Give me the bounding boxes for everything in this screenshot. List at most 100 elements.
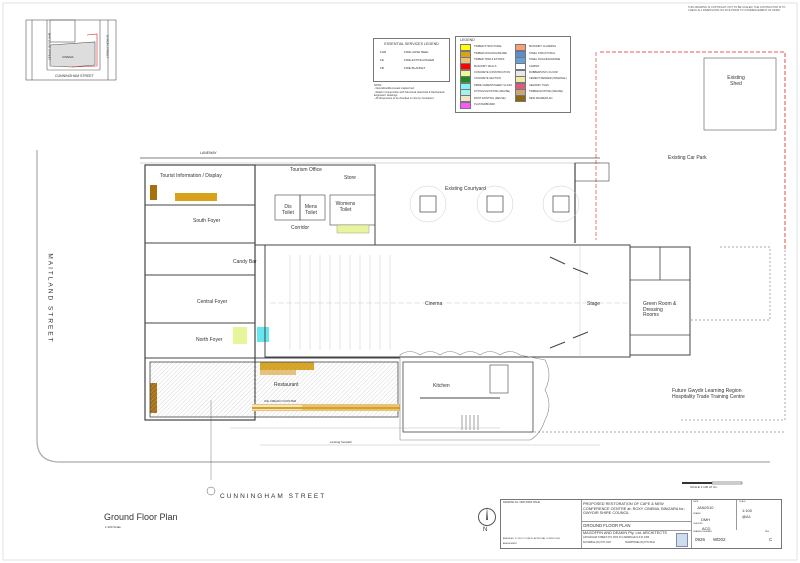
- keyplan-site: CINEMA: [62, 55, 74, 59]
- scale-label: SCALE: [739, 501, 746, 503]
- legend-label: STEEL NOGGING/FRAME: [529, 58, 561, 62]
- room-stage: Stage: [587, 301, 601, 307]
- room-kitchen: Kitchen: [433, 383, 450, 389]
- legend-swatch: [460, 101, 471, 109]
- legend-label: STEEL STRUCTURAL: [529, 51, 556, 55]
- legend-title: LEGEND: [460, 38, 475, 42]
- architect-phone: TELEPHONE (02) 6772 6611: [625, 541, 655, 544]
- scale-bar-label: SCALE 1:100 AT A1: [690, 485, 717, 489]
- fire-blanket-icon: FB: [380, 66, 384, 70]
- legend-label: TIMBER NOGGING/FRAME: [474, 51, 507, 55]
- legend-label: RUBBER/VINYL FLOOR: [529, 71, 558, 75]
- room-tourism-office: Tourism Office: [290, 167, 322, 173]
- existing-courtyard: Existing Courtyard: [445, 186, 486, 192]
- drawing-number-label: DRAWING NUMBER: [693, 531, 712, 533]
- legend-label: CARPET: [529, 64, 540, 68]
- amendment-item: AMENDED TO SUIT COUNCIL APPROVAL CONDITI…: [503, 538, 560, 540]
- legend-label: FIBRE CEMENT/SHEET GLASS: [474, 83, 513, 87]
- north-arrow-icon: [478, 506, 496, 526]
- room-north-foyer: North Foyer: [196, 337, 223, 343]
- note: - Read in Conjunction with Structural, E…: [374, 90, 445, 98]
- cunningham-street-label: CUNNINGHAM STREET: [220, 493, 327, 500]
- legend-label: CONCRETE SECTION: [474, 77, 501, 81]
- notes: NOTE: - Demolition/Removals marked red. …: [374, 84, 449, 101]
- plan-title: Ground Floor Plan: [104, 512, 178, 522]
- room-south-foyer: South Foyer: [193, 218, 221, 224]
- legend-label: TIMBER EXISTING (REUSE): [529, 90, 564, 94]
- revision-value: C: [769, 537, 773, 542]
- key-plan: [25, 19, 117, 81]
- legend-label: PLASTERBOARD: [474, 103, 496, 106]
- materials-legend: LEGEND TIMBER STRUCTURAL TIMBER NOGGING/F…: [455, 36, 571, 113]
- architect-address: 128 DANGAR STREET (P.O. BOX 271) ARMIDAL…: [583, 537, 650, 539]
- legend-swatch: [515, 95, 526, 103]
- essential-services-legend: ESSENTIAL SERVICES LEGEND FHR FIRE HOSE R…: [373, 38, 450, 82]
- legend-label: CERAMIC TILES: [529, 83, 549, 87]
- room-mens-toilet: Mens Toilet: [304, 204, 318, 216]
- maitland-street-label: MAITLAND STREET: [46, 253, 54, 344]
- services-item: FE FIRE EXTINGUISHER: [380, 58, 449, 62]
- note: - All dimensions to be checked on site b…: [374, 97, 435, 101]
- drawing-title: GROUND FLOOR PLAN: [583, 523, 631, 528]
- ice-cream-counter: ICE CREAM COUNTER: [264, 399, 297, 403]
- amendment-item: AMENDMENT: [503, 543, 518, 545]
- scale-value: 1:100 @A1: [742, 508, 753, 519]
- keyplan-street-bottom: CUNNINGHAM STREET: [55, 74, 94, 78]
- room-store: Store: [344, 175, 356, 181]
- laneway-label: LANEWAY: [200, 151, 217, 155]
- job-number: 0926: [695, 537, 706, 542]
- room-green-room: Green Room & Dressing Rooms: [643, 301, 677, 318]
- title-block: DRAWING No. 0926 WD02 ISSUE AMENDED TO S…: [500, 499, 782, 549]
- legend-label: NEW FRAME/PLAN: [529, 96, 553, 100]
- amendments-title: DRAWING No. 0926 WD02 ISSUE: [503, 501, 540, 504]
- plan-scale: 1:100 Scale: [105, 525, 121, 529]
- architect-name: MAGOFFIN AND DEAKIN Pty. Ltd. ARCHITECTS: [583, 531, 667, 535]
- legend-item: PLASTERBOARD: [460, 101, 515, 109]
- checked-value: ACD: [702, 526, 711, 531]
- legend-label: MASONRY CLADDING: [529, 45, 557, 49]
- existing-shed: Existing Shed: [727, 75, 745, 87]
- footpath-label: existing footpath: [330, 440, 352, 444]
- services-item: FHR FIRE HOSE REEL: [380, 50, 449, 54]
- fire-extinguisher-icon: FE: [380, 58, 384, 62]
- copyright-note: THIS DRAWING IS COPYRIGHT. NOT TO BE SCA…: [688, 6, 786, 13]
- room-tourist-information: Tourist Information / Display: [160, 173, 222, 179]
- legend-item: NEW FRAME/PLAN: [515, 95, 570, 103]
- keyplan-street-left: MAITLAND STREET: [47, 32, 52, 61]
- legend-label: TIMBER STRUCTURAL: [474, 45, 502, 49]
- room-restaurant: Restaurant: [274, 382, 299, 388]
- revision-label: REV: [765, 531, 770, 533]
- room-corridor: Corridor: [291, 225, 310, 231]
- project-title: PROPOSED RESTORATION OF CAFE & NEW CONFE…: [583, 502, 685, 516]
- legend-label: PAINT EXISTING (REUSE): [474, 96, 506, 100]
- note: - Demolition/Removals marked red.: [374, 87, 415, 91]
- legend-label: FITTINGS EXISTING (REUSE): [474, 90, 511, 94]
- date-label: DATE: [693, 501, 699, 503]
- date-value: JAN2010: [697, 505, 714, 510]
- keyplan-street-right: BYRON STREET: [105, 34, 110, 59]
- architect-logo-icon: [676, 533, 688, 547]
- amendments-panel: DRAWING No. 0926 WD02 ISSUE AMENDED TO S…: [501, 500, 582, 548]
- checked-label: CHECKED: [693, 523, 703, 525]
- services-item-label: FIRE EXTINGUISHER: [404, 58, 435, 62]
- services-item-label: FIRE BLANKET: [404, 66, 426, 70]
- room-central-foyer: Central Foyer: [197, 299, 228, 305]
- legend-label: TIMBER TRIM & EXTRAS: [474, 58, 505, 62]
- services-item-label: FIRE HOSE REEL: [404, 50, 429, 54]
- legend-label: CEMENT RENDER (INTERNAL): [529, 77, 567, 81]
- notes-title: NOTE:: [374, 84, 382, 87]
- drawn-value: DMH: [701, 517, 711, 522]
- sheet-number: WD02: [713, 537, 726, 542]
- room-womens-toilet: Womens Toilet: [335, 201, 356, 213]
- fire-hose-reel-icon: FHR: [380, 50, 387, 54]
- future-training-centre: Future Gwydir Learning Region Hospitalit…: [672, 388, 745, 400]
- services-item: FB FIRE BLANKET: [380, 66, 449, 70]
- services-legend-title: ESSENTIAL SERVICES LEGEND: [384, 42, 439, 46]
- room-dis-toilet: Dis Toilet: [282, 204, 294, 216]
- scale-bar: [682, 481, 743, 485]
- architect-fax: FACSIMILE (02) 6771 1627: [583, 541, 612, 544]
- room-cinema: Cinema: [425, 301, 443, 307]
- legend-label: CONCRETE CONSTRUCTION: [474, 71, 511, 75]
- existing-car-park: Existing Car Park: [668, 155, 707, 161]
